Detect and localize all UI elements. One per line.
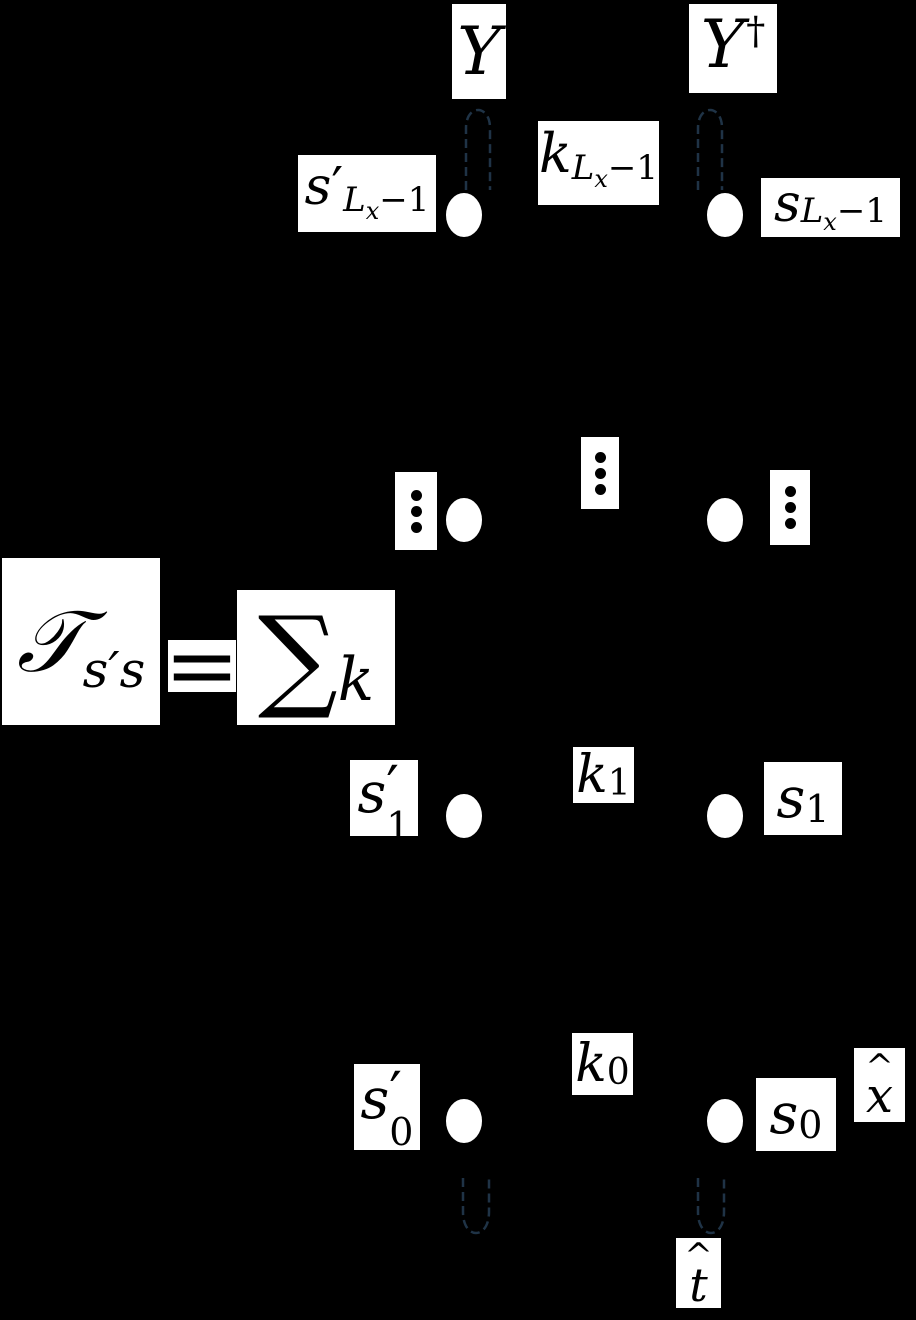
node-left-mid: [446, 498, 482, 542]
node-left-1: [446, 794, 482, 838]
node-left-top: [446, 193, 482, 237]
label-sum-k: ∑k: [237, 590, 395, 725]
label-t-hat: ^t: [676, 1238, 721, 1308]
y-text: Y: [457, 12, 501, 90]
node-right-top: [707, 193, 743, 237]
ellipsis-left: [395, 472, 437, 550]
top-right-loop: [696, 108, 724, 190]
label-y: Y: [452, 4, 506, 99]
dagger-symbol: †: [746, 9, 766, 53]
y-dagger-text: Y: [700, 6, 745, 83]
node-right-0: [707, 1099, 743, 1143]
bottom-right-loop: [696, 1178, 726, 1235]
ellipsis-right: [770, 470, 810, 545]
label-x-hat: ^x: [854, 1048, 905, 1122]
node-right-mid: [707, 498, 743, 542]
bottom-left-loop: [461, 1178, 491, 1235]
label-s-prime-0: s′0: [354, 1064, 420, 1151]
label-s-prime-lx-1: s′Lx−1: [298, 155, 436, 232]
label-s-prime-1: s′1: [350, 760, 418, 845]
node-left-0: [446, 1099, 482, 1143]
top-left-loop: [464, 108, 492, 190]
ellipsis-middle: [581, 437, 619, 509]
label-y-dagger: Y†: [689, 4, 777, 93]
label-equals: =: [164, 613, 240, 718]
node-right-1: [707, 794, 743, 838]
